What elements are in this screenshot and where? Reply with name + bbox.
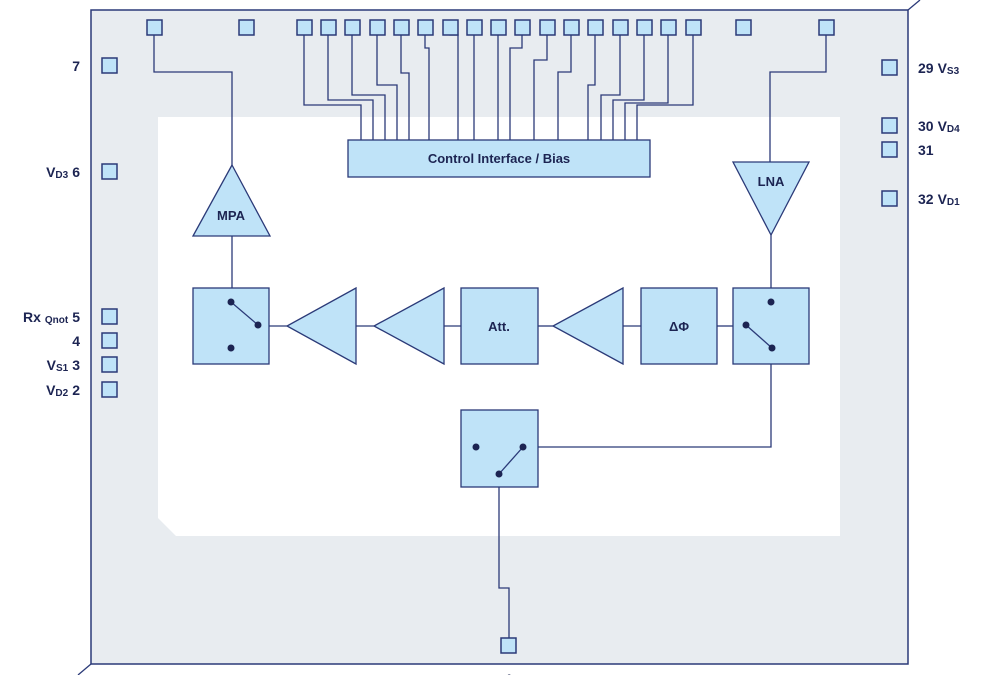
package-corner-line: [907, 0, 921, 11]
top-pads: [146, 19, 835, 36]
lna-input-wire: [769, 28, 827, 162]
pad-30: [881, 117, 898, 134]
right-pads: [881, 59, 898, 207]
switch-contact-dot: [768, 344, 776, 352]
switch-contact-dot: [254, 321, 262, 329]
package-corner-line: [77, 663, 92, 675]
attenuator-block: [460, 287, 539, 365]
driver-amplifier-3: [551, 286, 624, 366]
driver-amplifier-1: [285, 286, 357, 366]
switch-contact-dot: [227, 344, 235, 352]
mpa-supply-wire: [153, 28, 233, 165]
phase-shifter-block: [640, 287, 718, 365]
switch-contact-dot: [227, 298, 235, 306]
pad-4: [101, 332, 118, 349]
pad-1: [500, 637, 517, 654]
switch-contact-dot: [472, 443, 480, 451]
mpa-amplifier: [191, 163, 272, 237]
switch-contact-dot: [742, 321, 750, 329]
pad-31: [881, 141, 898, 158]
mpa-label: MPA: [217, 208, 246, 223]
pad-3: [101, 356, 118, 373]
pin-4-label: 4: [72, 333, 80, 349]
rx-switch-arm: [745, 324, 773, 349]
pad-5: [101, 308, 118, 325]
driver-amplifier-2: [372, 286, 445, 366]
left-pads: [101, 57, 118, 398]
pad-2: [101, 381, 118, 398]
lna-amplifier: [731, 161, 811, 237]
control-interface-block: [347, 139, 651, 178]
pin-1-label: 1: [505, 671, 513, 675]
switch-contact-dot: [519, 443, 527, 451]
switch-contact-dot: [495, 470, 503, 478]
common-switch-arm: [498, 446, 524, 475]
pad-6: [101, 163, 118, 180]
control-interface-label: Control Interface / Bias: [428, 151, 570, 166]
pin-31-label: 31: [918, 142, 934, 158]
pin-7-label: 7: [72, 58, 80, 74]
lna-label: LNA: [758, 174, 785, 189]
pad-32: [881, 190, 898, 207]
pad-29: [881, 59, 898, 76]
tx-switch-arm: [230, 301, 259, 326]
switch-contact-dot: [767, 298, 775, 306]
attenuator-label: Att.: [488, 319, 510, 334]
phase-shifter-label: ΔΦ: [669, 319, 689, 334]
pad-7: [101, 57, 118, 74]
signal-wires: [231, 235, 772, 638]
